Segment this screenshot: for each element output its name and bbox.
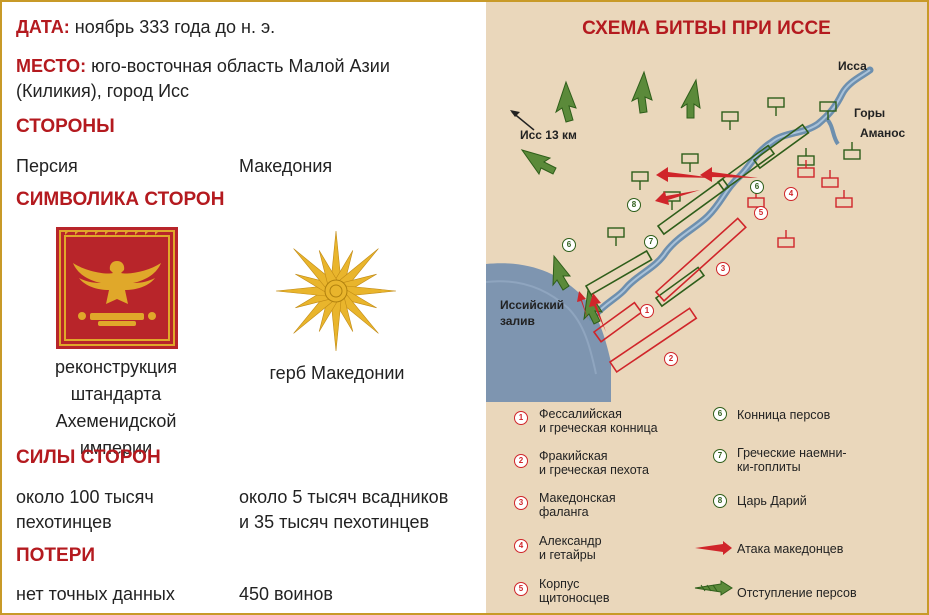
losses-macedonia: 450 воинов <box>239 584 333 604</box>
sides-macedonia: Македония <box>239 156 333 176</box>
date-value: ноябрь 333 года до н. э. <box>74 17 276 37</box>
losses-heading: ПОТЕРИ <box>16 545 96 566</box>
battle-map-panel: СХЕМА БИТВЫ ПРИ ИССЕ <box>486 2 927 613</box>
legend-num-3: 3 <box>514 496 528 510</box>
map-label-mountains-2: Аманос <box>860 126 906 140</box>
map-marker-1: 1 <box>640 304 654 318</box>
macedonia-symbol-caption: герб Македонии <box>269 363 405 383</box>
map-label-issa: Исса <box>838 59 867 73</box>
map-marker-2: 2 <box>664 352 678 366</box>
achaemenid-standard-icon <box>56 227 178 349</box>
forces-heading: СИЛЫ СТОРОН <box>16 447 161 468</box>
place-row: МЕСТО: юго-восточная область Малой Азии <box>16 54 390 78</box>
losses-persia: нет точных данных <box>16 584 175 604</box>
legend-text-attack: Атака македонцев <box>737 542 844 556</box>
map-marker-8: 8 <box>627 198 641 212</box>
legend-num-1: 1 <box>514 411 528 425</box>
legend-text-6: Конница персов <box>737 408 831 422</box>
info-panel: ДАТА: ноябрь 333 года до н. э. МЕСТО: юг… <box>2 2 486 613</box>
legend-num-2: 2 <box>514 454 528 468</box>
attack-arrow-icon <box>695 541 732 555</box>
persia-caption-line2: штандарта Ахеменидской <box>55 384 177 431</box>
place-value-line1: юго-восточная область Малой Азии <box>91 56 390 76</box>
legend-text-retreat: Отступление персов <box>737 586 857 600</box>
forces-macedonia-line1: около 5 тысяч всадников <box>239 487 449 507</box>
legend-num-5: 5 <box>514 582 528 596</box>
gulf-sea <box>486 263 611 402</box>
legend-num-4: 4 <box>514 539 528 553</box>
persia-symbol-caption: реконструкция штандарта Ахеменидской имп… <box>16 354 216 462</box>
vergina-sun-icon <box>275 230 397 352</box>
retreat-arrow-icon <box>694 580 733 596</box>
persia-caption-line3: империи <box>79 438 153 458</box>
legend-num-7: 7 <box>713 449 727 463</box>
persia-caption-line1: реконструкция <box>54 357 178 377</box>
legend-num-6: 6 <box>713 407 727 421</box>
place-label: МЕСТО: <box>16 56 87 76</box>
symbols-heading: СИМВОЛИКА СТОРОН <box>16 189 225 210</box>
map-marker-7: 7 <box>644 235 658 249</box>
forces-macedonia-line2: и 35 тысяч пехотинцев <box>239 512 430 532</box>
date-row: ДАТА: ноябрь 333 года до н. э. <box>16 15 275 39</box>
battle-map <box>486 66 874 402</box>
sides-heading: СТОРОНЫ <box>16 116 115 137</box>
map-label-gulf-2: залив <box>500 314 535 328</box>
date-label: ДАТА: <box>16 17 70 37</box>
map-title: СХЕМА БИТВЫ ПРИ ИССЕ <box>582 18 831 39</box>
legend-num-8: 8 <box>713 494 727 508</box>
map-marker-3: 3 <box>716 262 730 276</box>
map-label-gulf-1: Иссийский <box>500 298 565 312</box>
forces-persia-line1: около 100 тысяч <box>16 487 154 507</box>
forces-persia-line2: пехотинцев <box>16 512 112 532</box>
legend-text-7: Греческие наемни-ки-гоплиты <box>737 446 847 474</box>
map-marker-6: 6 <box>562 238 576 252</box>
map-label-mountains-1: Горы <box>854 106 886 120</box>
place-value-line2: (Киликия), город Исс <box>16 81 190 101</box>
map-marker-persian-6b: 6 <box>750 180 764 194</box>
map-marker-5: 5 <box>754 206 768 220</box>
map-marker-4: 4 <box>784 187 798 201</box>
map-label-issa-distance: Исс 13 км <box>520 128 577 142</box>
legend-text-8: Царь Дарий <box>737 494 807 508</box>
sides-persia: Персия <box>16 156 78 176</box>
